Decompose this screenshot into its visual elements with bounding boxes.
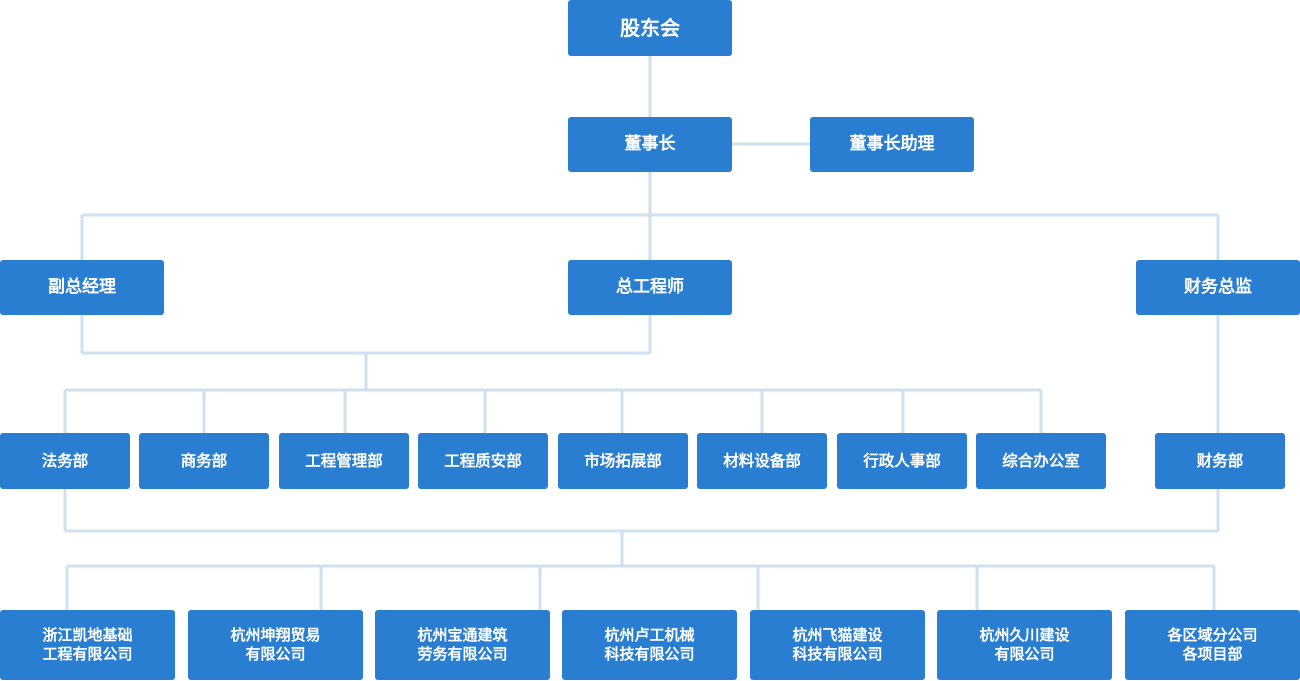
- node-subsidiary-1: 浙江凯地基础 工程有限公司: [0, 610, 175, 680]
- node-label: 材料设备部: [723, 451, 801, 470]
- node-label-line2: 劳务有限公司: [417, 645, 508, 663]
- node-dept-materials: 材料设备部: [697, 433, 827, 489]
- node-label-line1: 杭州宝通建筑: [417, 625, 508, 644]
- node-label-line1: 各区域分公司: [1167, 625, 1258, 644]
- node-subsidiary-2: 杭州坤翔贸易 有限公司: [188, 610, 363, 680]
- node-dept-business: 商务部: [139, 433, 269, 489]
- node-label-line2: 工程有限公司: [42, 645, 133, 663]
- node-label: 商务部: [180, 451, 228, 470]
- node-chief-engineer: 总工程师: [568, 260, 732, 315]
- node-dept-engineering-mgmt: 工程管理部: [279, 433, 409, 489]
- node-dept-finance: 财务部: [1155, 433, 1285, 489]
- node-label-line2: 各项目部: [1182, 645, 1243, 663]
- node-label: 行政人事部: [863, 451, 941, 470]
- node-label-line1: 杭州卢工机械: [604, 625, 695, 644]
- node-subsidiary-4: 杭州卢工机械 科技有限公司: [562, 610, 737, 680]
- node-subsidiary-3: 杭州宝通建筑 劳务有限公司: [375, 610, 550, 680]
- node-finance-director: 财务总监: [1136, 260, 1300, 315]
- node-subsidiary-5: 杭州飞猫建设 科技有限公司: [750, 610, 925, 680]
- node-dept-legal: 法务部: [0, 433, 130, 489]
- node-label: 董事长助理: [849, 134, 935, 155]
- node-label: 总工程师: [616, 277, 684, 298]
- node-label: 财务总监: [1184, 277, 1252, 298]
- node-label: 工程管理部: [305, 451, 383, 470]
- node-dept-market: 市场拓展部: [558, 433, 688, 489]
- node-subsidiary-7: 各区域分公司 各项目部: [1125, 610, 1300, 680]
- node-label-line1: 杭州久川建设: [979, 625, 1070, 644]
- node-subsidiary-6: 杭州久川建设 有限公司: [937, 610, 1112, 680]
- node-shareholders: 股东会: [568, 0, 732, 56]
- node-label: 综合办公室: [1002, 451, 1080, 470]
- node-label-line2: 科技有限公司: [604, 645, 695, 663]
- node-label-line1: 杭州坤翔贸易: [230, 625, 321, 644]
- node-label-line1: 浙江凯地基础: [42, 625, 133, 644]
- node-label: 市场拓展部: [584, 451, 662, 470]
- node-dept-quality-safety: 工程质安部: [418, 433, 548, 489]
- node-dept-hr: 行政人事部: [837, 433, 967, 489]
- node-dept-office: 综合办公室: [976, 433, 1106, 489]
- node-label: 副总经理: [48, 277, 116, 298]
- node-label-line1: 杭州飞猫建设: [792, 625, 883, 644]
- node-label: 董事长: [624, 134, 676, 155]
- node-label: 财务部: [1196, 451, 1244, 470]
- node-label-line2: 有限公司: [994, 645, 1055, 663]
- node-label-line2: 科技有限公司: [792, 645, 883, 663]
- node-label: 股东会: [620, 16, 680, 40]
- node-label: 工程质安部: [444, 451, 522, 470]
- node-chairman-assistant: 董事长助理: [810, 117, 974, 172]
- node-label-line2: 有限公司: [245, 645, 306, 663]
- node-label: 法务部: [41, 451, 89, 470]
- node-vice-gm: 副总经理: [0, 260, 164, 315]
- node-chairman: 董事长: [568, 117, 732, 172]
